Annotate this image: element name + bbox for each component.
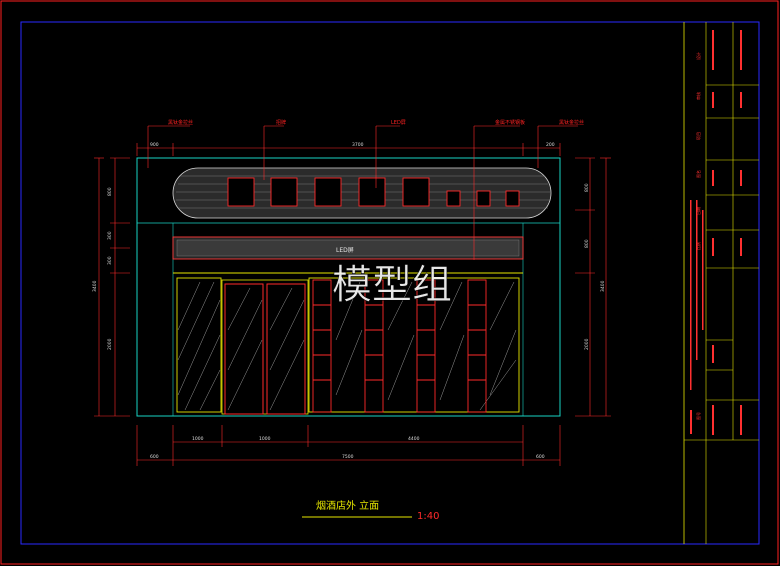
dim-label: 7500 <box>342 454 354 460</box>
dimension-top <box>136 143 561 156</box>
title-block-row-label: 审核 <box>695 92 701 100</box>
dim-label: 3700 <box>352 142 364 148</box>
dim-label: 300 <box>107 231 113 240</box>
glass-hatching <box>177 281 517 411</box>
dim-label: 800 <box>584 239 590 248</box>
dim-label: 2000 <box>584 338 590 350</box>
dim-label: 4400 <box>408 436 420 442</box>
dim-label: 1000 <box>192 436 204 442</box>
title-block-row-label: 设计 <box>695 52 701 60</box>
dim-label: 600 <box>150 454 159 460</box>
dim-label: 800 <box>584 183 590 192</box>
dim-label: 800 <box>107 187 113 196</box>
drawing-title: 烟酒店外 立面 <box>316 499 379 512</box>
dim-label: 1000 <box>259 436 271 442</box>
dim-label: 900 <box>150 142 159 148</box>
dimension-right <box>575 157 611 417</box>
callout-label: 黑钛金拉丝 <box>559 119 584 126</box>
dimension-bottom <box>136 425 561 466</box>
watermark: 模型组 <box>332 262 452 308</box>
callout-label: LED屏 <box>391 120 406 126</box>
callout-label: 黑钛金拉丝 <box>168 119 193 126</box>
title-block-row-label: 日期 <box>695 207 701 215</box>
dim-label: 2000 <box>107 338 113 350</box>
dim-label: 600 <box>536 454 545 460</box>
title-block-row-label: 图号 <box>695 412 701 420</box>
callout-label: 金属不锈钢板 <box>495 119 525 126</box>
inner-frame <box>20 21 760 545</box>
door-left <box>224 283 264 415</box>
display-shelves <box>312 279 487 413</box>
title-block <box>683 22 759 544</box>
title-block-row-label: 图名 <box>695 170 701 178</box>
dim-label: 3400 <box>600 280 606 292</box>
title-block-row-label: 项目 <box>695 132 701 140</box>
storefront-elevation: LED屏 <box>136 125 578 417</box>
dim-label: 3400 <box>92 280 98 292</box>
door-right <box>266 283 306 415</box>
dim-label: 300 <box>107 256 113 265</box>
callout-label: 招牌 <box>276 119 286 126</box>
led-screen-label: LED屏 <box>336 247 354 254</box>
title-block-row-label: 比例 <box>695 242 701 250</box>
drawing-scale: 1:40 <box>417 511 439 522</box>
dimension-left <box>94 157 130 417</box>
dim-label: 200 <box>546 142 555 148</box>
